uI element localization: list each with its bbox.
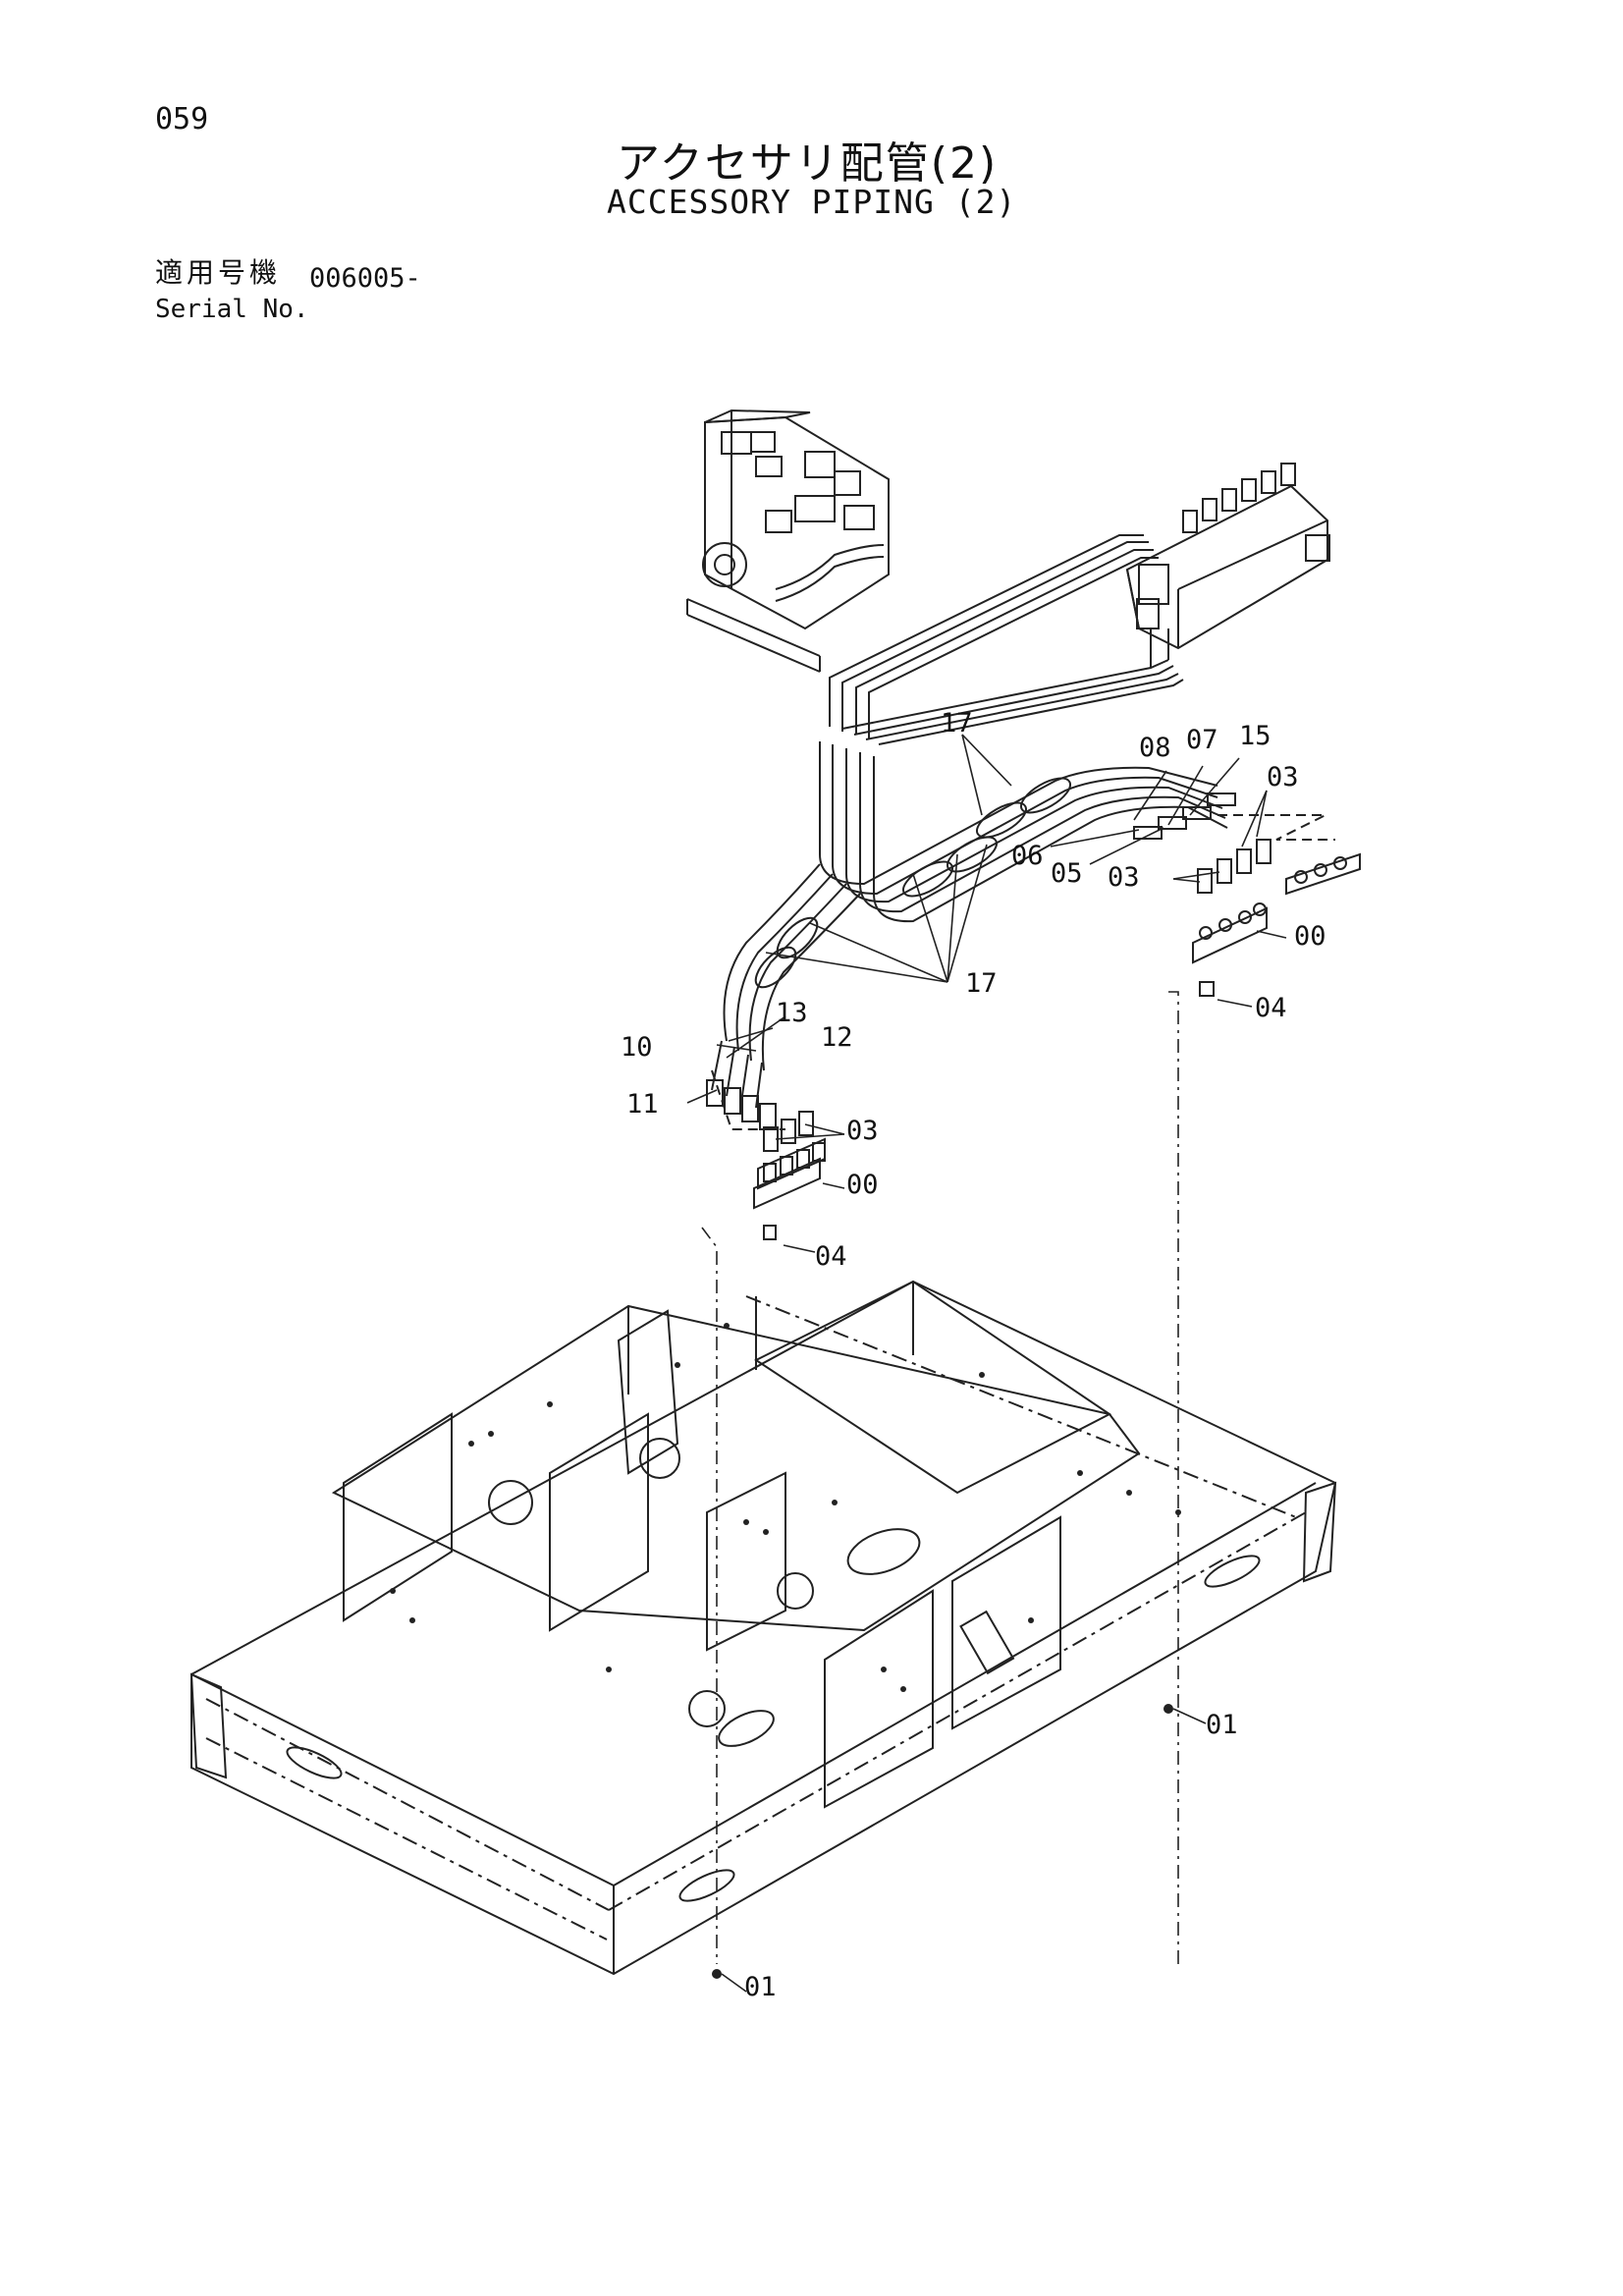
- callout-17-lower: 17: [965, 968, 998, 999]
- bolt-01-left: [712, 1969, 722, 1979]
- callout-06: 06: [1011, 841, 1044, 871]
- swing-frame: [189, 1280, 1337, 1976]
- serial-number-value: 006005-: [309, 263, 421, 294]
- callout-00-left: 00: [846, 1170, 879, 1200]
- callout-15: 15: [1239, 721, 1271, 751]
- pipe-run-upper: [829, 534, 1184, 745]
- callout-04-right: 04: [1255, 993, 1287, 1023]
- callout-01-left: 01: [744, 1972, 777, 2002]
- leader-lines: [686, 734, 1287, 1993]
- title-english: ACCESSORY PIPING (2): [607, 183, 1017, 221]
- callout-04-left: 04: [815, 1241, 847, 1272]
- callout-08: 08: [1139, 733, 1171, 763]
- callout-01-right: 01: [1206, 1710, 1238, 1740]
- callout-03-left: 03: [846, 1116, 879, 1146]
- bolt-01-right: [1163, 1704, 1173, 1714]
- callout-labels: 17 17 08 07 15 03 06 05 03 00 04 13 10 1…: [621, 708, 1326, 2002]
- callout-13: 13: [776, 998, 808, 1028]
- callout-11: 11: [626, 1089, 659, 1120]
- callout-03-right-upper: 03: [1267, 762, 1299, 793]
- bolt-markers: [712, 1704, 1173, 1979]
- control-valve-block: [1125, 463, 1330, 650]
- callout-12: 12: [821, 1022, 853, 1053]
- callout-05: 05: [1051, 858, 1083, 889]
- serial-label-english: Serial No.: [155, 295, 309, 324]
- callout-07: 07: [1186, 725, 1218, 755]
- pilot-valve-block: [686, 409, 890, 673]
- left-fitting-group: [701, 1069, 826, 1964]
- callout-10: 10: [621, 1032, 653, 1063]
- serial-label-japanese: 適用号機: [155, 256, 282, 289]
- callout-17-upper: 17: [941, 708, 973, 738]
- title-japanese: アクセサリ配管(2): [617, 138, 999, 189]
- hose-bundle: [706, 741, 1236, 1130]
- page-number: 059: [155, 102, 209, 137]
- callout-03-right-lower: 03: [1108, 862, 1140, 893]
- right-fitting-group: [1168, 814, 1361, 1964]
- callout-00-right: 00: [1294, 921, 1326, 952]
